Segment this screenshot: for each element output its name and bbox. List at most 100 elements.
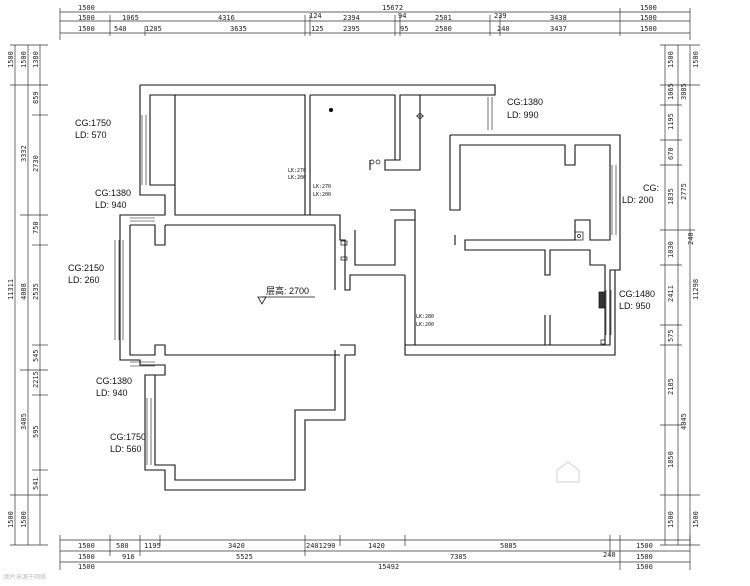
left-mid-3: 4088 [20, 283, 28, 300]
dimension-lines [10, 8, 700, 570]
left-inner-1: 1380 [32, 51, 40, 68]
left-mid-1: 1500 [20, 51, 28, 68]
bottom-dimensions: 1500 580 1195 3420 2401290 1420 5885 150… [78, 542, 653, 571]
floor-drain-icon [328, 107, 334, 113]
right-inner-3: 1195 [667, 113, 675, 130]
electric-box-icon [340, 240, 348, 246]
lk1a: LK:270 [288, 168, 306, 174]
right-inner-7: 2411 [667, 285, 675, 302]
top-dim-r2-1: 1500 [78, 14, 95, 22]
top-dim-r3-7: 95 [400, 25, 408, 33]
top-dim-r3-6: 2395 [343, 25, 360, 33]
top-dim-r2-3: 4316 [218, 14, 235, 22]
w2-ld: LD: 940 [95, 200, 127, 210]
bot-dim-r3-2: 15492 [378, 563, 399, 571]
right-mid-2: 2775 [680, 183, 688, 200]
left-inner-9: 541 [32, 477, 40, 490]
bot-dim-r2-6: 1500 [636, 553, 653, 561]
bot-dim-r2-2: 916 [122, 553, 135, 561]
window-bedroom-bottom-left [146, 398, 152, 465]
lk3b: LK:200 [416, 322, 434, 328]
w3-cg: CG:2150 [68, 263, 104, 273]
electric-box-icon-2 [340, 256, 348, 261]
window-annotations: CG:1750 LD: 570 CG:1380 LD: 940 CG:2150 … [68, 97, 659, 454]
right-inner-1: 1500 [667, 51, 675, 68]
left-outer-3: 1500 [7, 511, 15, 528]
right-outer-2: 11298 [692, 279, 700, 300]
w6-cg: CG:1380 [507, 97, 543, 107]
right-dimensions: 1500 1065 1195 670 1835 1030 2411 575 21… [667, 51, 700, 528]
windows [114, 97, 617, 465]
top-dim-r3-9: 240 [497, 25, 510, 33]
top-dim-3: 1500 [640, 4, 657, 12]
watermark-logo [556, 461, 580, 483]
right-inner-4: 670 [667, 147, 675, 160]
left-inner-5: 2535 [32, 283, 40, 300]
left-mid-2: 3332 [20, 145, 28, 162]
w1-ld: LD: 570 [75, 130, 107, 140]
sink-icon-2 [375, 159, 381, 165]
lk2a: LK:270 [313, 184, 331, 190]
bot-dim-r1-1: 1500 [78, 542, 95, 550]
top-dim-r2-7: 2501 [435, 14, 452, 22]
radiator-icon [598, 291, 606, 309]
w7-cg: CG: [643, 183, 659, 193]
bot-dim-r2-1: 1500 [78, 553, 95, 561]
top-dim-r3-4: 3635 [230, 25, 247, 33]
left-inner-2: 859 [32, 91, 40, 104]
w5-cg: CG:1750 [110, 432, 146, 442]
watermark-text: 图片来源于网络 [4, 573, 46, 581]
bot-dim-r2-5: 240 [603, 551, 616, 559]
meter-box-icon [574, 231, 584, 241]
right-mid-1: 3085 [680, 83, 688, 100]
left-inner-6: 545 [32, 349, 40, 362]
door-annotations: LK:270 LK:200 LK:270 LK:200 LK:280 LK:20… [288, 168, 434, 328]
lk2b: LK:200 [313, 192, 331, 198]
bot-dim-r2-3: 5525 [236, 553, 253, 561]
left-outer-1: 1500 [7, 51, 15, 68]
bot-dim-r3-3: 1500 [636, 563, 653, 571]
left-outer-2: 11311 [7, 279, 15, 300]
top-dim-2: 15672 [382, 4, 403, 12]
left-mid-5: 1500 [20, 511, 28, 528]
top-dim-r2-6: 94 [398, 12, 406, 20]
top-dim-r3-5: 125 [311, 25, 324, 33]
lk3a: LK:280 [416, 314, 434, 320]
bot-dim-r1-4: 3420 [228, 542, 245, 550]
top-dim-r3-3: 1205 [145, 25, 162, 33]
bot-dim-r1-6: 1420 [368, 542, 385, 550]
ceiling-height-marker [257, 296, 315, 305]
walls [119, 84, 621, 491]
right-outer-1: 1500 [692, 51, 700, 68]
top-dim-r3-2: 540 [114, 25, 127, 33]
top-dim-r3-1: 1500 [78, 25, 95, 33]
w8-ld: LD: 950 [619, 301, 651, 311]
w1-cg: CG:1750 [75, 118, 111, 128]
left-mid-4: 3405 [20, 413, 28, 430]
window-living-left [114, 240, 124, 340]
left-inner-8: 595 [32, 425, 40, 438]
w6-ld: LD: 990 [507, 110, 539, 120]
w4-ld: LD: 940 [96, 388, 128, 398]
left-inner-3: 2730 [32, 155, 40, 172]
w5-ld: LD: 560 [110, 444, 142, 454]
window-top-right [487, 97, 493, 130]
bot-dim-r1-2: 580 [116, 542, 129, 550]
ceiling-height-label: 层高: 2700 [266, 285, 309, 296]
bot-dim-r1-7: 5885 [500, 542, 517, 550]
left-dimensions: 1500 11311 1500 1500 3332 4088 3405 1500… [7, 51, 40, 528]
top-dim-r2-8: 239 [494, 12, 507, 20]
top-dim-r2-5: 2394 [343, 14, 360, 22]
top-dim-1: 1500 [78, 4, 95, 12]
window-right-upper [611, 165, 617, 235]
right-inner-5: 1835 [667, 188, 675, 205]
bot-dim-r3-1: 1500 [78, 563, 95, 571]
right-inner-8: 575 [667, 329, 675, 342]
right-inner-9: 2185 [667, 378, 675, 395]
window-bedroom-top-left [141, 115, 151, 185]
left-inner-7: 2215 [32, 371, 40, 388]
right-outer-3: 240 [687, 232, 695, 245]
top-dimensions: 1500 15672 1500 1500 1065 4316 124 2394 … [78, 4, 657, 33]
lk1b: LK:200 [288, 175, 306, 181]
